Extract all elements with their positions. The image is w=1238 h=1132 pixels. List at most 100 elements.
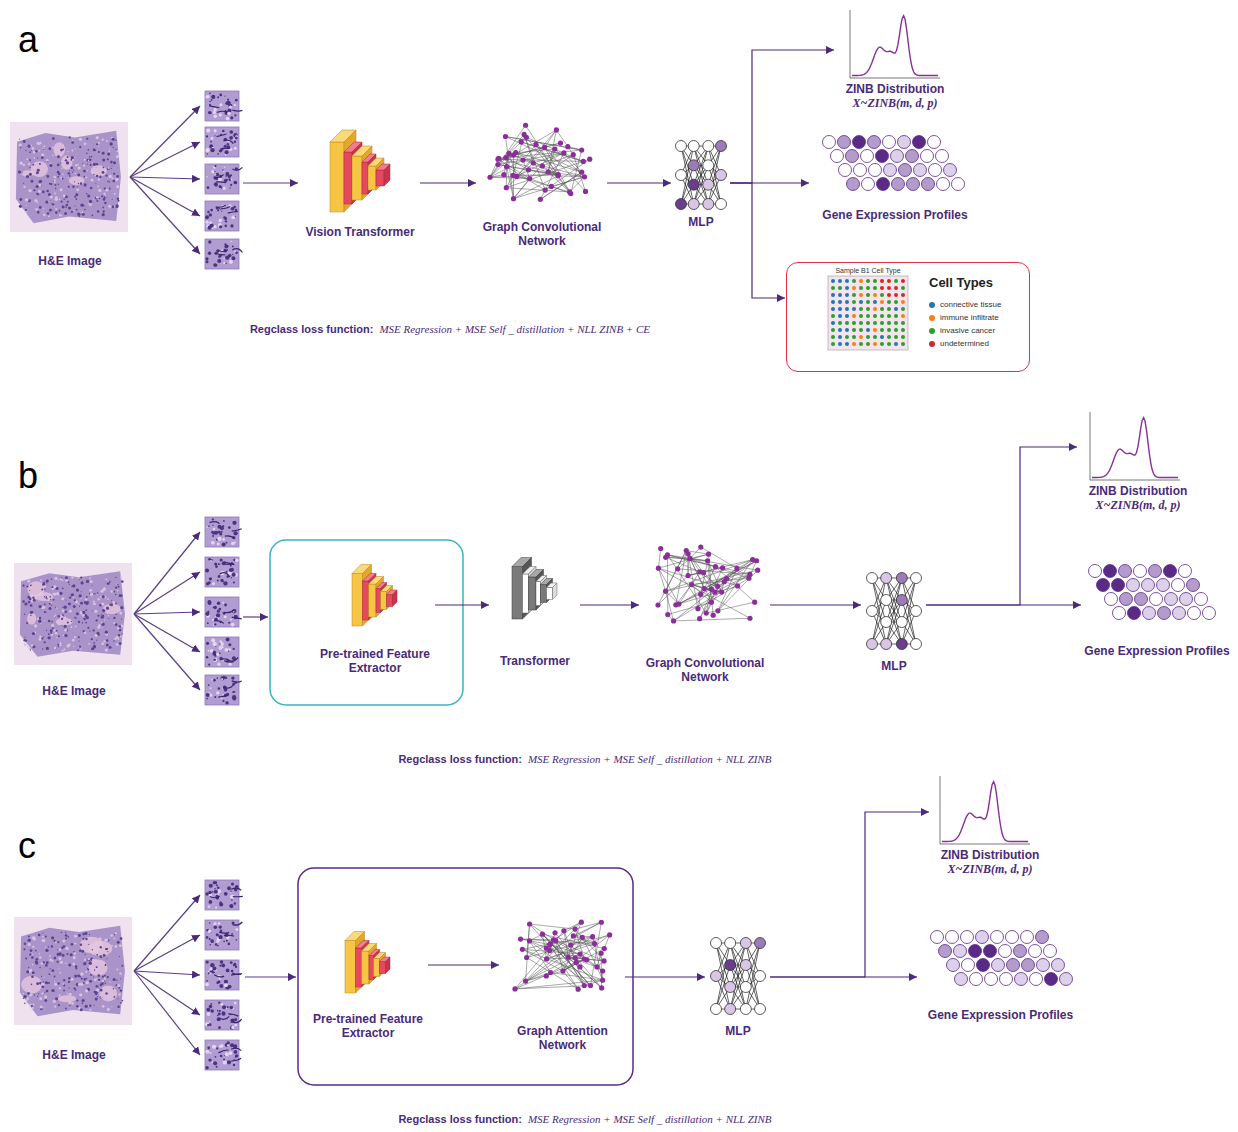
drawing-part <box>91 585 92 586</box>
drawing-part <box>103 587 106 590</box>
drawing-part <box>46 175 47 176</box>
drawing-part <box>23 164 25 166</box>
drawing-part <box>219 219 223 223</box>
drawing-part <box>74 196 76 198</box>
drawing-part <box>65 576 68 579</box>
drawing-part <box>109 187 110 188</box>
drawing-part <box>209 577 212 580</box>
drawing-part <box>109 604 112 607</box>
drawing-part <box>64 629 67 632</box>
drawing-part <box>503 134 508 139</box>
drawing-part <box>222 130 225 133</box>
drawing-part <box>80 611 82 613</box>
drawing-part <box>78 934 81 937</box>
drawing-part <box>363 581 369 620</box>
drawing-part <box>44 995 47 998</box>
drawing-part <box>74 636 76 638</box>
drawing-part <box>117 627 119 629</box>
drawing-part <box>43 991 45 993</box>
drawing-part <box>861 150 874 163</box>
drawing-part <box>54 1006 56 1008</box>
he-slide-image <box>14 563 132 665</box>
drawing-part <box>116 151 118 153</box>
drawing-part <box>61 577 62 578</box>
drawing-part <box>116 979 117 980</box>
drawing-part <box>564 153 582 172</box>
drawing-part <box>54 616 55 617</box>
drawing-part <box>68 172 71 175</box>
drawing-part <box>102 979 105 982</box>
drawing-part <box>542 145 547 150</box>
drawing-part <box>228 662 231 665</box>
drawing-part <box>231 676 234 679</box>
drawing-part <box>43 214 46 217</box>
drawing-part <box>102 170 105 173</box>
drawing-part <box>230 184 232 186</box>
drawing-part <box>72 577 74 579</box>
drawing-part <box>229 187 230 188</box>
drawing-part <box>547 579 553 603</box>
drawing-part <box>41 607 44 610</box>
drawing-part <box>111 168 112 169</box>
leader-arrow <box>134 614 200 690</box>
drawing-part <box>51 960 53 962</box>
drawing-part <box>119 956 120 957</box>
drawing-part <box>69 1005 71 1007</box>
drawing-part <box>205 612 208 615</box>
drawing-part <box>119 594 122 597</box>
drawing-part <box>62 610 65 613</box>
drawing-part <box>520 158 525 163</box>
drawing-part <box>688 199 699 210</box>
drawing-part <box>232 529 242 531</box>
drawing-part <box>82 163 83 164</box>
image-patch <box>205 557 239 587</box>
drawing-part <box>230 241 232 243</box>
drawing-part <box>113 988 115 990</box>
drawing-part <box>107 158 109 160</box>
drawing-part <box>86 580 89 583</box>
drawing-part <box>62 940 65 943</box>
drawing-part <box>1150 593 1163 606</box>
drawing-part <box>222 543 226 547</box>
drawing-part <box>887 307 891 311</box>
drawing-part <box>936 150 949 163</box>
drawing-part <box>101 623 104 626</box>
drawing-part <box>228 212 238 213</box>
drawing-part <box>75 193 78 196</box>
he-slide-image <box>10 122 128 232</box>
drawing-part <box>207 600 211 604</box>
drawing-part <box>235 99 238 102</box>
drawing-part <box>72 140 73 141</box>
drawing-part <box>881 639 892 650</box>
drawing-part <box>115 587 117 589</box>
drawing-part <box>859 321 863 325</box>
drawing-part <box>568 191 573 196</box>
drawing-part <box>74 942 76 944</box>
drawing-part <box>225 701 228 704</box>
drawing-part <box>105 983 106 984</box>
drawing-part <box>29 167 30 168</box>
drawing-part <box>94 164 96 166</box>
drawing-part <box>98 615 100 617</box>
drawing-part <box>228 175 231 178</box>
drawing-part <box>52 203 54 205</box>
drawing-part <box>22 981 24 983</box>
drawing-part <box>698 578 749 609</box>
drawing-part <box>212 524 213 525</box>
leader-arrow <box>130 177 200 254</box>
drawing-part <box>96 200 98 202</box>
drawing-part <box>226 101 230 105</box>
drawing-part <box>117 198 119 200</box>
drawing-part <box>96 175 98 177</box>
drawing-part <box>828 276 908 350</box>
drawing-part <box>1195 593 1208 606</box>
drawing-part <box>51 621 52 622</box>
drawing-part <box>233 181 237 185</box>
drawing-part <box>80 182 82 184</box>
drawing-part <box>35 150 37 152</box>
drawing-part <box>224 648 228 652</box>
drawing-part <box>224 562 234 564</box>
drawing-part <box>27 646 29 648</box>
drawing-part <box>206 135 208 137</box>
drawing-part <box>100 633 101 634</box>
